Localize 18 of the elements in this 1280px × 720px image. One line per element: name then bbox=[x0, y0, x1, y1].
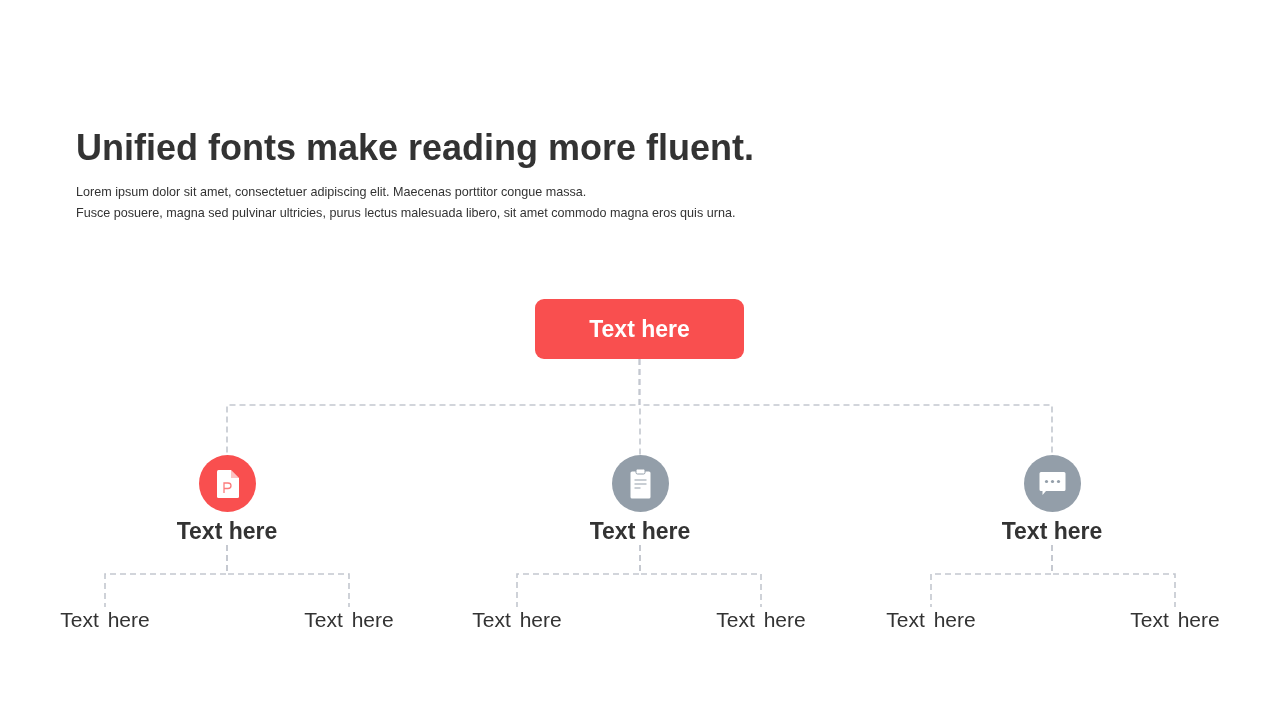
node-heading: Text here bbox=[589, 518, 691, 545]
node-heading: Text here bbox=[176, 518, 278, 545]
dashed-connector bbox=[638, 358, 1053, 456]
body-text: Fusce posuere, magna sed pulvinar ultricies, purus lectus malesuada libero, sit amet commodo magna eros quis urna. bbox=[76, 205, 736, 222]
node-label: Text here bbox=[716, 607, 806, 633]
page-title: Unified fonts make reading more fluent. bbox=[76, 127, 755, 169]
node-heading: Text here bbox=[1001, 518, 1103, 545]
process-box bbox=[535, 299, 744, 359]
node-label: Text here bbox=[304, 607, 394, 633]
dashed-connector bbox=[1051, 544, 1176, 608]
dashed-connector bbox=[226, 544, 350, 608]
node-label: Text here bbox=[472, 607, 562, 633]
body-text: Lorem ipsum dolor sit amet, consectetuer adipiscing elit. Maecenas porttitor congue massa. bbox=[76, 184, 588, 201]
node-label: Text here bbox=[886, 607, 976, 633]
node-label: Text here bbox=[1130, 607, 1220, 633]
node-title: Text here bbox=[589, 315, 690, 343]
node-label: Text here bbox=[60, 607, 150, 633]
dashed-connector bbox=[639, 544, 762, 608]
